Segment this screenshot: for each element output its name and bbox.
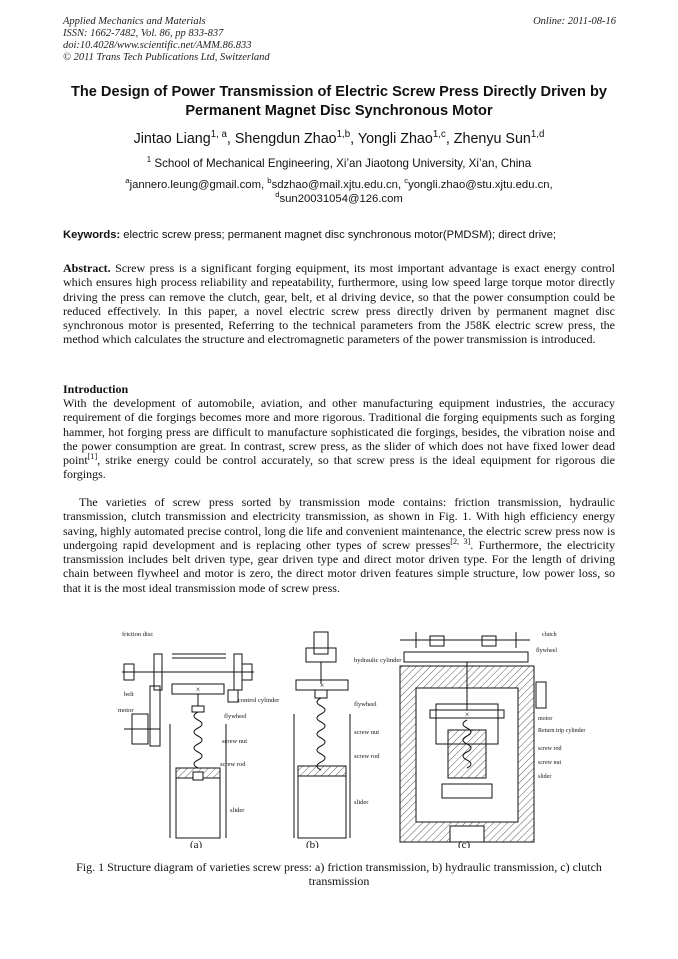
paragraph-text: , strike energy could be control accurat… [63,453,615,482]
screw-rod-shape-c [462,719,472,769]
panel-b-diagram: × [293,631,351,839]
label-slider: slider [230,807,245,814]
paper-title: The Design of Power Transmission of Elec… [70,84,608,119]
abstract-text: Screw press is a significant forging equ… [63,261,615,347]
label-flywheel: flywheel [224,713,247,720]
label-control-cylinder: control cylinder [238,697,280,704]
figure-1-diagram: × friction disc belt motor control cylin… [118,631,585,851]
paragraph-text: With the development of automobile, avia… [63,396,615,468]
label-slider-c: slider [538,774,551,780]
label-screw-rod: screw rod [220,761,246,768]
label-friction-disc: friction disc [122,631,153,638]
section-heading: Introduction [63,382,129,396]
label-return-trip-cylinder: Return trip cylinder [538,728,585,734]
label-motor-c: motor [538,716,552,722]
author-list: Jintao Liang1, a, Shengdun Zhao1,b, Yong… [133,129,545,147]
citation-ref[interactable]: [1] [87,452,98,462]
label-flywheel-b: flywheel [354,701,377,708]
journal-name: Applied Mechanics and Materials [63,16,206,27]
screw-rod-shape [193,711,203,769]
label-motor: motor [118,707,134,714]
flywheel-shape-c [403,651,529,663]
label-screw-nut-c: screw nut [538,760,561,766]
email-mark: d [275,190,280,200]
panel-c-label: (c) [458,839,471,848]
label-screw-nut: screw nut [222,738,247,745]
panel-b-labels: hydraulic cylinder flywheel screw nut sc… [354,657,402,806]
belt-shape [149,685,161,747]
citation-ref[interactable]: [2, 3] [450,536,471,546]
label-flywheel-c: flywheel [536,647,557,654]
screw-nut-shape [191,705,205,713]
author-name: Zhenyu Sun [453,131,531,147]
affil-text: School of Mechanical Engineering, Xi’an … [154,157,532,170]
panel-b-label: (b) [306,839,319,848]
panel-c-diagram: × [399,632,547,843]
author-affil-mark: 1,c [432,129,446,141]
label-hydraulic-cylinder: hydraulic cylinder [354,657,402,664]
slider-shape-b [297,765,347,839]
label-screw-nut-b: screw nut [354,729,379,736]
motor-shape-c [535,681,547,709]
copyright: © 2011 Trans Tech Publications Ltd, Swit… [63,52,270,63]
panel-a-label: (a) [190,839,203,848]
screw-rod-shape-b [316,697,326,771]
email-link[interactable]: jannero.leung@gmail.com, [129,179,265,191]
label-slider-b: slider [354,799,369,806]
affil-mark: 1 [146,155,152,165]
panel-c-labels: clutch flywheel motor Return trip cylind… [536,632,585,780]
author-name: Shengdun Zhao [234,131,337,147]
abstract: Abstract. Screw press is a significant f… [63,261,615,347]
author-affil-mark: 1, a [210,129,227,141]
hydraulic-cylinder-shape [313,631,329,655]
svg-text:×: × [196,685,201,694]
keywords-text: electric screw press; permanent magnet d… [120,229,557,241]
email-link[interactable]: sun20031054@126.com [279,193,403,205]
figure-caption: Fig. 1 Structure diagram of varieties sc… [76,860,602,889]
label-belt: belt [124,691,134,698]
email-mark: b [267,176,272,186]
label-screw-rod-c: screw rod [538,746,562,752]
affiliation: 1 School of Mechanical Engineering, Xi’a… [63,155,615,170]
panel-a-diagram: × [122,653,254,839]
intro-paragraph-2: The varieties of screw press sorted by t… [63,495,615,595]
author-name: Yongli Zhao [357,131,433,147]
issn: ISSN: 1662-7482, Vol. 86, pp 833-837 [63,28,224,39]
figure-1: × friction disc belt motor control cylin… [110,626,590,851]
email-list: ajannero.leung@gmail.com, bsdzhao@mail.x… [63,176,615,206]
journal-header: Applied Mechanics and Materials ISSN: 16… [63,16,270,64]
email-mark: a [125,176,130,186]
intro-paragraph-1: With the development of automobile, avia… [63,396,615,482]
email-link[interactable]: sdzhao@mail.xjtu.edu.cn, [271,179,402,191]
svg-text:×: × [465,710,470,719]
label-screw-rod-b: screw rod [354,753,380,760]
author-name: Jintao Liang [133,131,211,147]
svg-text:×: × [320,681,325,690]
label-clutch: clutch [542,632,557,638]
email-mark: c [404,176,409,186]
keywords: Keywords: electric screw press; permanen… [63,229,615,241]
author-affil-mark: 1,d [530,129,545,141]
author-affil-mark: 1,b [336,129,351,141]
paragraph-text: The varieties of screw press sorted by t… [63,495,615,552]
online-date: Online: 2011-08-16 [533,16,616,27]
email-link[interactable]: yongli.zhao@stu.xjtu.edu.cn, [408,179,553,191]
doi[interactable]: doi:10.4028/www.scientific.net/AMM.86.83… [63,40,252,51]
keywords-label: Keywords: [63,229,121,241]
abstract-label: Abstract. [63,261,111,275]
paragraph-text: . Furthermore, the electricity transmiss… [63,537,615,595]
panel-a-labels: friction disc belt motor control cylinde… [118,631,280,814]
